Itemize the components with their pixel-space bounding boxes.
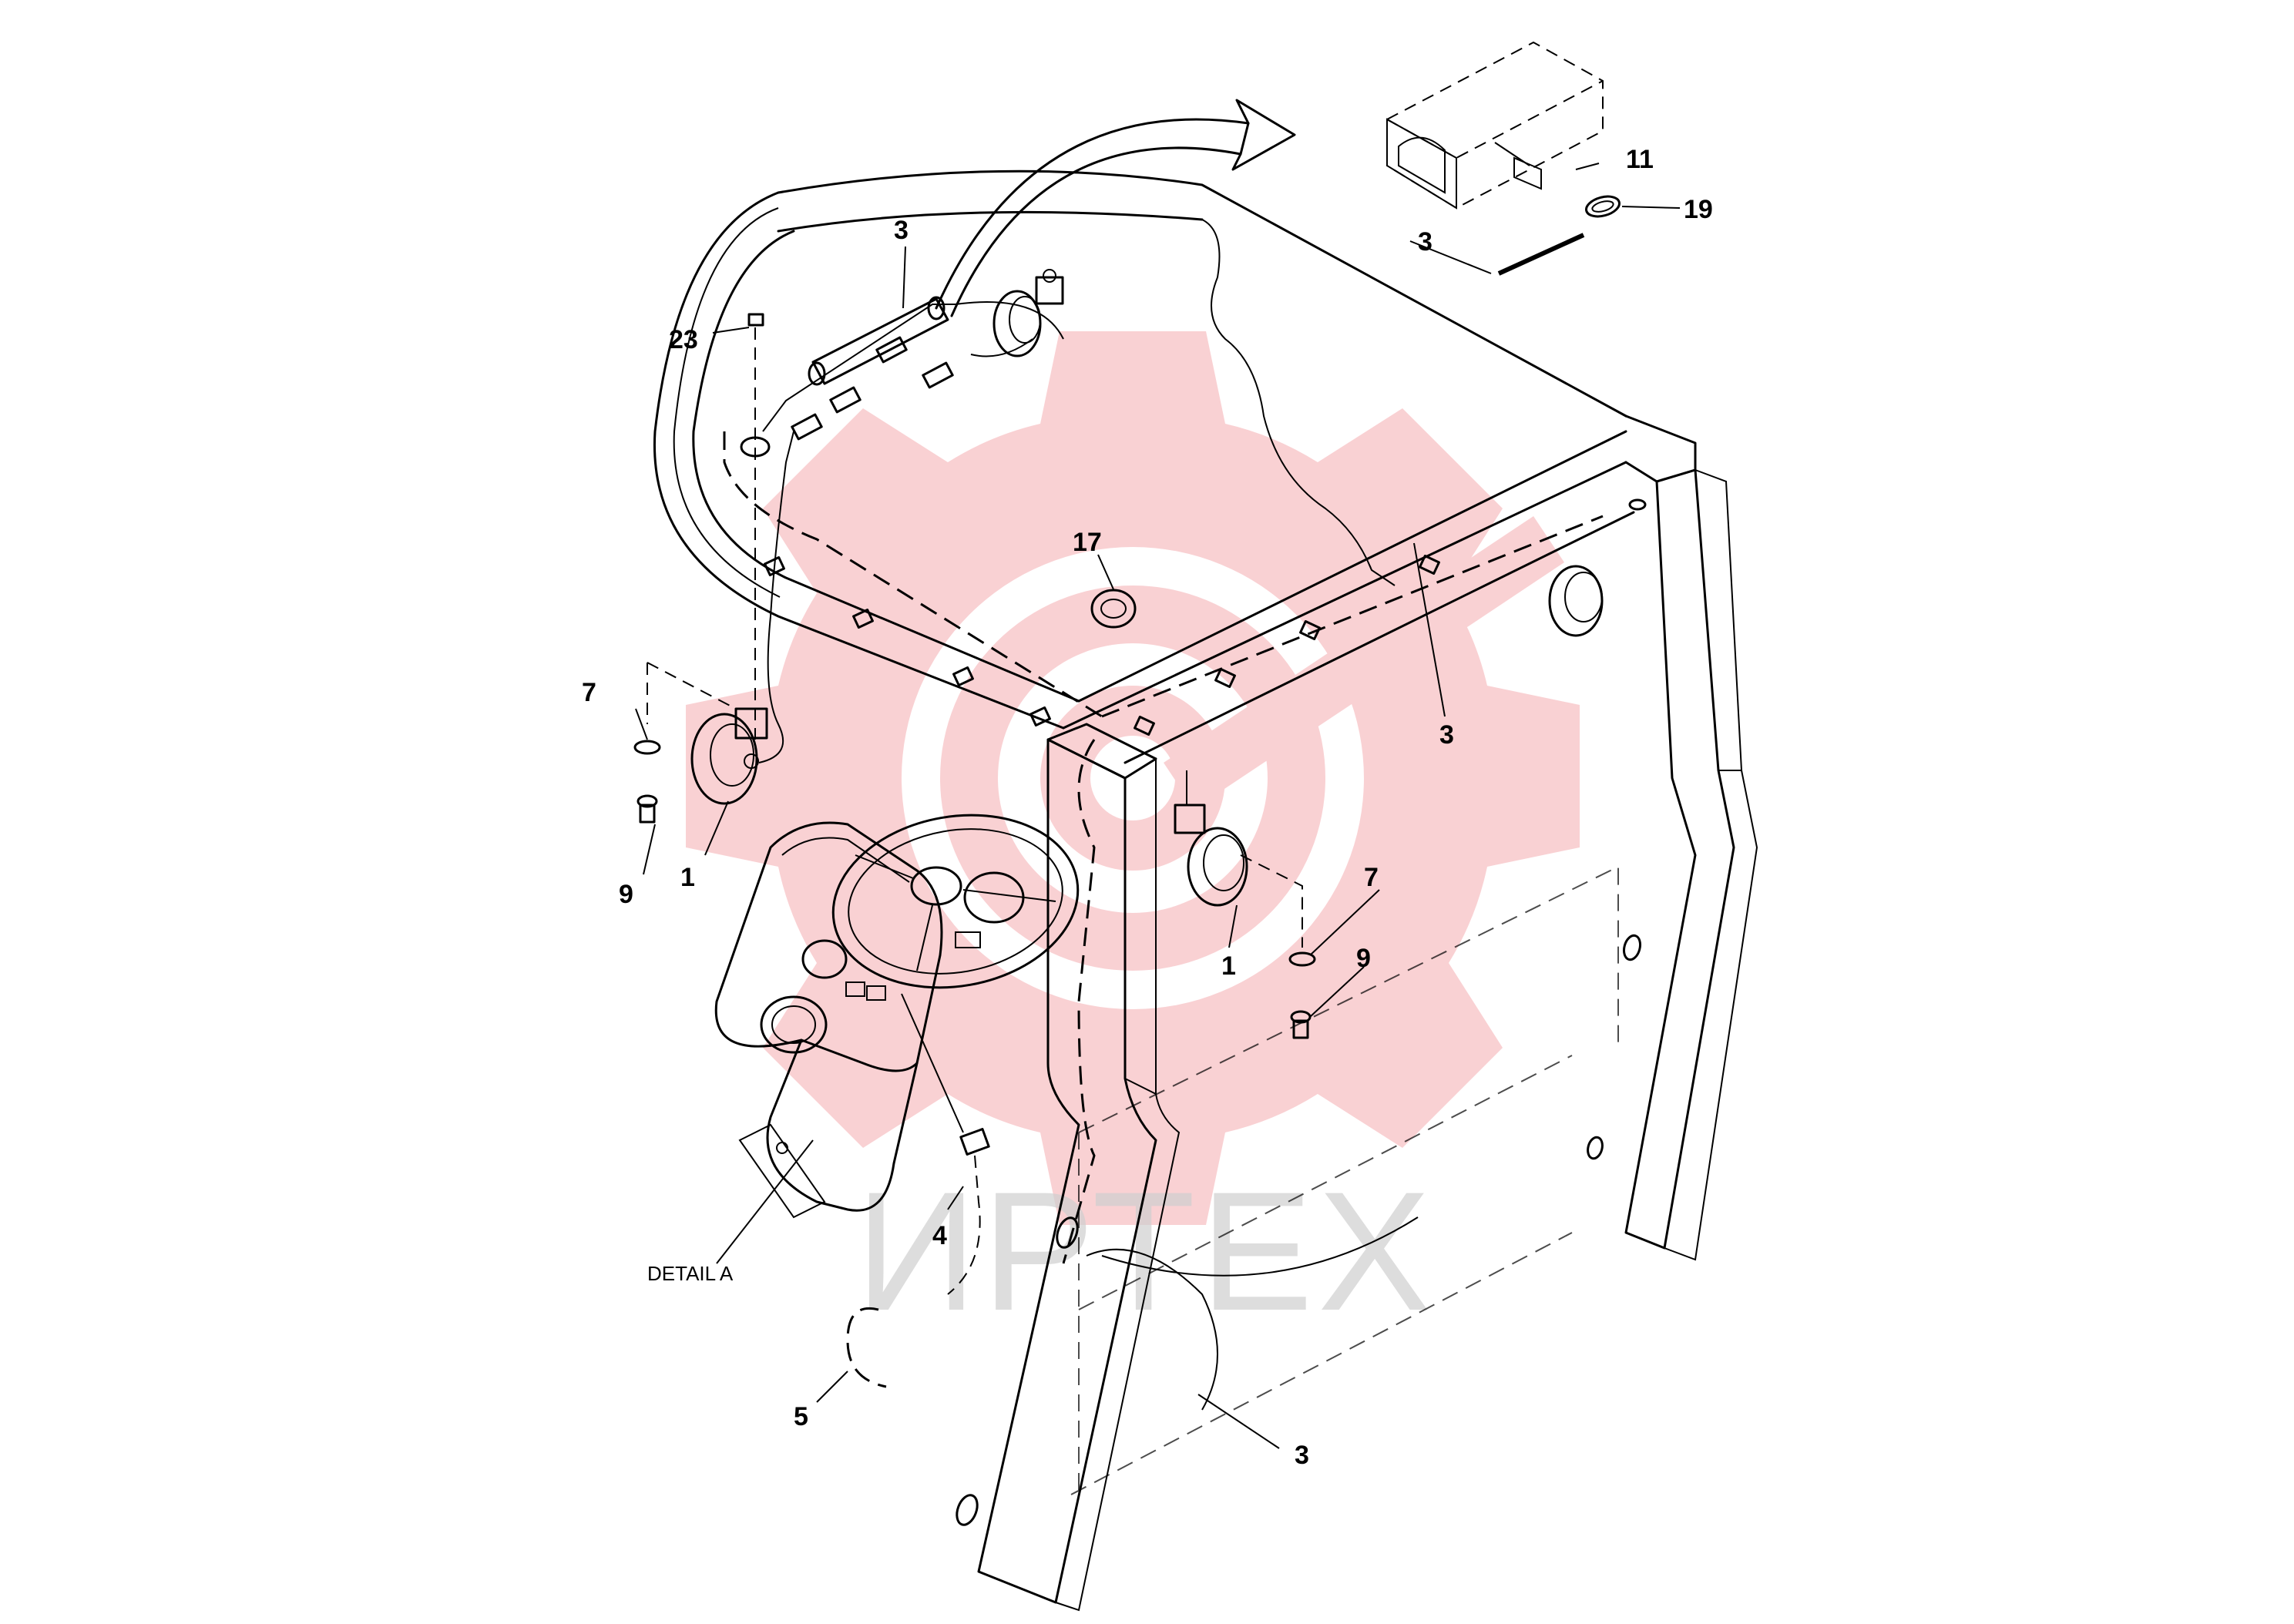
lower-frame-outline [1070, 865, 1619, 1495]
kit-items [1497, 195, 1621, 276]
callout-3-kit: 3 [1418, 227, 1432, 257]
callout-numbers: 3 23 17 3 7 9 1 1 7 9 4 5 3 3 11 19 DETA… [582, 145, 1713, 1470]
routing-arrow [935, 99, 1296, 317]
work-lamp-right-front [1174, 770, 1248, 907]
work-lamp-left-front [690, 431, 794, 805]
callout-9-left: 9 [619, 880, 633, 909]
callout-17: 17 [1073, 528, 1102, 557]
callout-3-bottom: 3 [1295, 1441, 1309, 1470]
watermark-gear-logo [686, 331, 1580, 1225]
work-lamp-right-rear [1548, 565, 1604, 637]
right-rear-post [1587, 468, 1758, 1261]
hardware-left [633, 662, 737, 824]
detail-a-label: DETAIL A [647, 1262, 734, 1285]
connector [901, 993, 990, 1295]
callout-5: 5 [794, 1402, 808, 1431]
wire-harness [723, 301, 1604, 1411]
callout-4: 4 [932, 1221, 947, 1250]
callout-9-right: 9 [1356, 944, 1371, 973]
hardware-right [1240, 854, 1316, 1039]
roof-panel [777, 169, 1627, 586]
callout-7-left: 7 [582, 678, 596, 707]
callout-leaders [635, 163, 1681, 1449]
cable-5 [846, 1307, 887, 1388]
grommet [1090, 589, 1137, 629]
callout-19: 19 [1684, 195, 1713, 224]
work-lamp-rear-top [992, 269, 1064, 357]
left-front-post [956, 738, 1181, 1612]
callout-23: 23 [669, 325, 698, 354]
callout-3-right: 3 [1439, 720, 1454, 750]
kit-box [1386, 41, 1604, 210]
watermark-text: ИРТЕХ [855, 1156, 1436, 1346]
callout-1-left: 1 [680, 863, 695, 892]
callout-1-right: 1 [1221, 951, 1236, 981]
steering-console [714, 814, 1080, 1219]
callout-11: 11 [1626, 145, 1654, 174]
hardware-nut-top [740, 313, 771, 740]
callout-7-right: 7 [1364, 863, 1379, 892]
callout-3-top: 3 [894, 216, 909, 245]
harness-tube-assembly [791, 296, 1033, 441]
